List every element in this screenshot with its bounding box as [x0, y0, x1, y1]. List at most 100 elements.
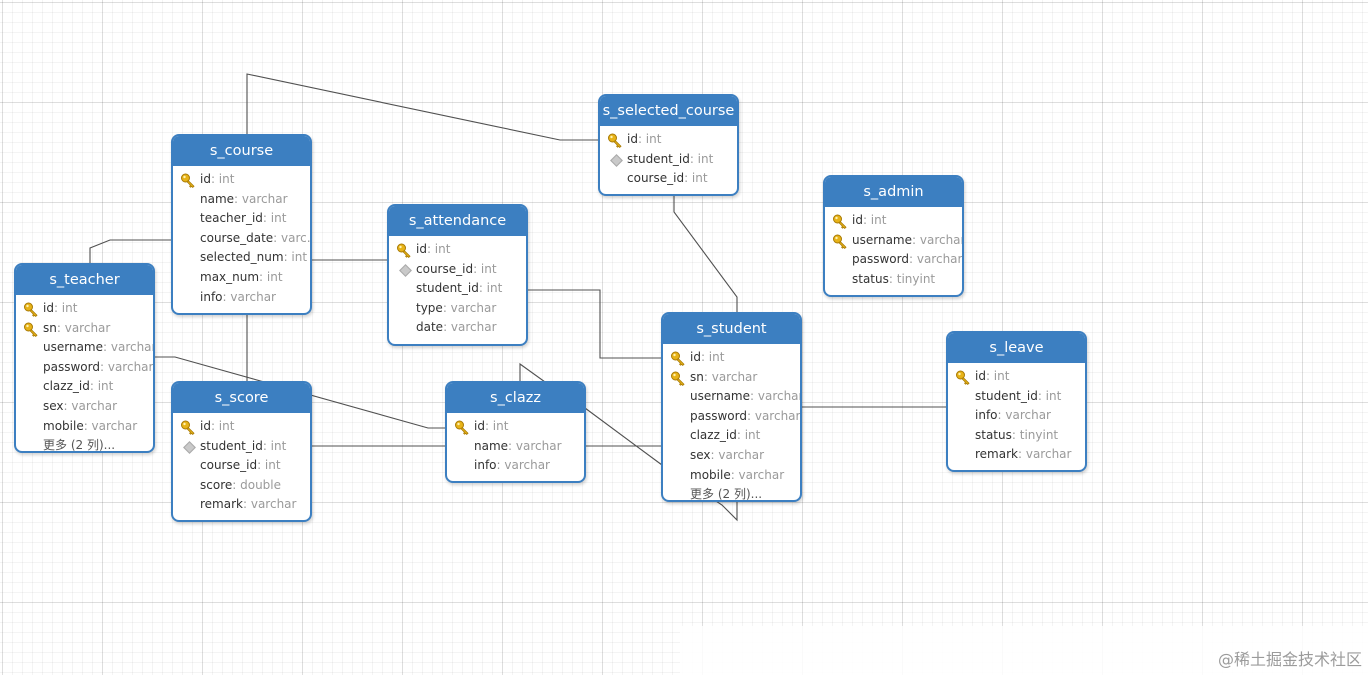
column-row[interactable]: remark: varchar: [948, 445, 1085, 465]
column-row[interactable]: id: int: [663, 348, 800, 368]
primary-key-icon: [607, 132, 623, 148]
column-type: : int: [985, 369, 1010, 383]
column-row[interactable]: username: varchar: [16, 338, 153, 358]
column-name: score: [200, 477, 233, 492]
column-row[interactable]: type: varchar: [389, 299, 526, 319]
column-row[interactable]: clazz_id: int: [16, 377, 153, 397]
column-row[interactable]: score: double: [173, 476, 310, 496]
column-row[interactable]: teacher_id: int: [173, 209, 310, 229]
column-type: : int: [257, 458, 281, 473]
column-row[interactable]: id: int: [389, 240, 526, 260]
column-row[interactable]: mobile: varchar: [663, 466, 800, 486]
table-title: s_selected_course: [600, 96, 737, 126]
column-row[interactable]: username: varchar: [825, 231, 962, 251]
more-columns-link[interactable]: 更多 (2 列)...: [690, 487, 763, 502]
primary-key-icon: [23, 321, 39, 337]
column-name: type: [416, 300, 443, 315]
primary-key-icon: [832, 233, 848, 249]
column-name: name: [200, 191, 235, 206]
column-row[interactable]: name: varchar: [173, 190, 310, 210]
index-diamond-icon: [399, 263, 412, 277]
column-row[interactable]: username: varchar: [663, 387, 800, 407]
primary-key-icon: [23, 301, 39, 317]
column-row[interactable]: status: tinyint: [825, 270, 962, 290]
column-row[interactable]: info: varchar: [173, 288, 310, 308]
column-row[interactable]: password: varchar: [825, 250, 962, 270]
column-row[interactable]: course_id: int: [389, 260, 526, 280]
column-row[interactable]: max_num: int: [173, 268, 310, 288]
column-row[interactable]: id: int: [173, 417, 310, 437]
line-selected-student: [673, 194, 738, 313]
column-row[interactable]: sex: varchar: [663, 446, 800, 466]
column-type: : varchar: [508, 438, 562, 453]
column-row[interactable]: student_id: int: [389, 279, 526, 299]
column-row[interactable]: remark: varchar: [173, 495, 310, 515]
column-name: student_id: [627, 151, 690, 166]
table-title: s_student: [663, 314, 800, 344]
column-type: : varchar: [746, 408, 800, 423]
column-name: id: [43, 301, 54, 315]
column-type: : varchar: [730, 467, 785, 482]
column-row[interactable]: sex: varchar: [16, 397, 153, 417]
line-clazz-student: [519, 362, 738, 522]
column-row[interactable]: name: varchar: [447, 437, 584, 457]
column-row[interactable]: sn: varchar: [663, 368, 800, 388]
column-row[interactable]: selected_num: int: [173, 248, 310, 268]
column-row[interactable]: course_id: int: [600, 169, 737, 189]
column-row[interactable]: course_id: int: [173, 456, 310, 476]
primary-key-icon: [454, 419, 470, 435]
column-type: : int: [736, 428, 761, 443]
more-columns-link[interactable]: 更多 (2 列)...: [43, 438, 116, 453]
column-row[interactable]: mobile: varchar: [16, 417, 153, 437]
column-type: : varchar: [443, 320, 497, 335]
column-row[interactable]: status: tinyint: [948, 426, 1085, 446]
column-row[interactable]: clazz_id: int: [663, 426, 800, 446]
column-row[interactable]: id: int: [16, 299, 153, 319]
column-name: id: [690, 350, 701, 364]
column-type: : varchar: [710, 447, 765, 462]
column-type: : int: [478, 281, 503, 296]
column-type: : double: [232, 477, 282, 492]
column-name: id: [474, 419, 485, 433]
column-row[interactable]: student_id: int: [948, 387, 1085, 407]
column-type: : int: [689, 151, 714, 166]
column-row[interactable]: info: varchar: [948, 406, 1085, 426]
column-type: : varchar: [908, 252, 962, 267]
column-row[interactable]: date: varchar: [389, 318, 526, 338]
column-name: info: [975, 408, 998, 423]
column-name: id: [627, 132, 638, 146]
column-row[interactable]: id: int: [600, 130, 737, 150]
column-row[interactable]: password: varchar: [16, 358, 153, 378]
column-type: : int: [473, 261, 497, 276]
column-row[interactable]: id: int: [948, 367, 1085, 387]
column-row[interactable]: id: int: [173, 170, 310, 190]
column-row[interactable]: id: int: [447, 417, 584, 437]
column-name: status: [975, 427, 1012, 442]
column-row[interactable]: id: int: [825, 211, 962, 231]
column-row[interactable]: course_date: varc...: [173, 229, 310, 249]
column-row[interactable]: student_id: int: [173, 437, 310, 457]
column-row[interactable]: info: varchar: [447, 456, 584, 476]
column-row[interactable]: sn: varchar: [16, 319, 153, 339]
primary-key-icon: [180, 172, 196, 188]
column-name: mobile: [43, 418, 84, 433]
table-title: s_teacher: [16, 265, 153, 295]
column-row[interactable]: student_id: int: [600, 150, 737, 170]
column-name: remark: [200, 497, 243, 512]
column-name: max_num: [200, 269, 260, 284]
column-row[interactable]: password: varchar: [663, 407, 800, 427]
table-title: s_course: [173, 136, 310, 166]
